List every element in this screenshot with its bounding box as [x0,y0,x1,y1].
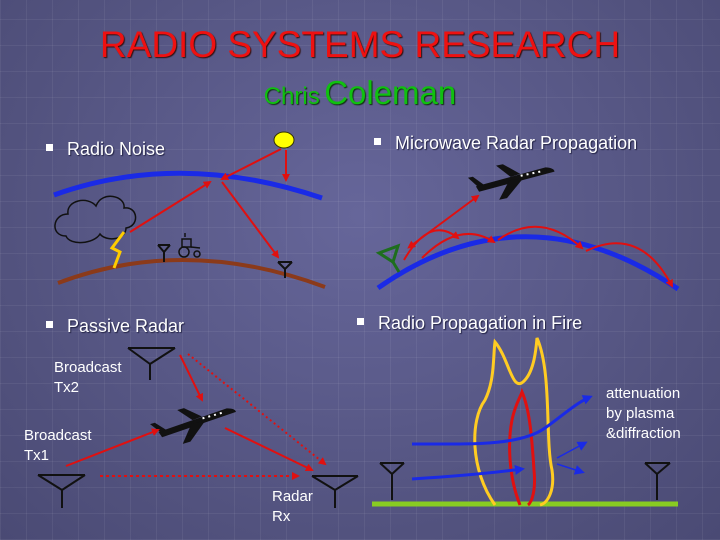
ray [585,242,673,288]
author-name: Chris Coleman [0,74,720,112]
label-line: by plasma [606,405,675,422]
ray [187,353,327,466]
label-radar-rx: Radar Rx [272,487,313,527]
label-line: Radar [272,488,313,505]
label-line: &diffraction [606,425,681,442]
antenna-icon [157,244,171,262]
aircraft-icon [150,408,237,444]
bullet-fire: Radio Propagation in Fire [357,313,582,334]
ray [129,180,212,233]
scattered-wave [556,441,588,459]
radio-wave [411,464,525,481]
scattered-wave [556,463,585,475]
ray [221,181,280,259]
ground-curve [57,257,326,289]
label-broadcast-tx2: Broadcast Tx2 [54,358,122,398]
ray [403,229,460,261]
label-attenuation: attenuation by plasma &diffraction [606,384,681,444]
bullet-radio-noise: Radio Noise [46,139,165,160]
slide-title: RADIO SYSTEMS RESEARCH [99,24,621,65]
antenna-icon [127,347,176,380]
earth-surface-curve [376,234,680,292]
antenna-icon [644,462,671,500]
heading-radio-noise: Radio Noise [67,139,166,159]
label-line: Rx [272,508,291,525]
antenna-icon [311,475,359,508]
ionosphere-curve [53,170,323,201]
bullet-square-icon [46,320,53,328]
ray [421,233,496,259]
bullet-square-icon [357,317,364,325]
antenna-icon [277,261,293,278]
cloud-icon [54,195,137,244]
radio-wave [411,395,593,446]
author-last-name: Coleman [324,74,457,111]
label-line: Tx1 [24,447,50,464]
bullet-microwave: Microwave Radar Propagation [374,133,637,154]
label-line: Tx2 [54,379,80,396]
label-line: attenuation [606,385,681,402]
sun-icon [273,131,295,149]
antenna-icon [379,462,405,500]
antenna-icon [37,474,86,508]
heading-fire: Radio Propagation in Fire [378,313,583,333]
label-line: Broadcast [24,427,92,444]
tractor-icon [178,233,201,258]
ray [497,225,584,250]
heading-passive-radar: Passive Radar [67,316,185,336]
ray [65,428,160,467]
flame-inner [508,387,536,507]
ray [220,148,282,180]
ray [224,427,314,471]
author-first-name: Chris [263,83,320,110]
bullet-passive-radar: Passive Radar [46,316,184,337]
heading-microwave: Microwave Radar Propagation [395,133,638,153]
bullet-square-icon [46,143,53,151]
radar-dish-icon [375,243,401,273]
label-line: Broadcast [54,359,122,376]
label-broadcast-tx1: Broadcast Tx1 [24,426,92,466]
flame-outer [473,337,555,507]
aircraft-icon [467,164,555,200]
lightning-icon [109,231,126,269]
bullet-square-icon [374,137,381,145]
ray [179,354,203,402]
